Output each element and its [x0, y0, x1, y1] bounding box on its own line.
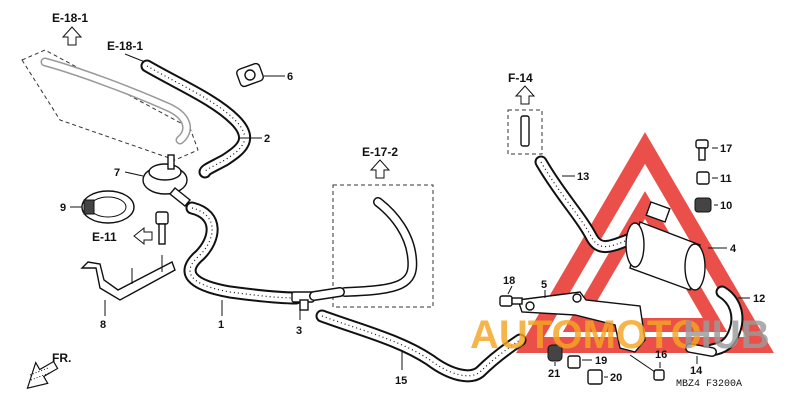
- hose-e17-2-phantom: [340, 197, 418, 297]
- callout-19: 19: [595, 355, 607, 367]
- bracket-5: [517, 291, 646, 353]
- watermark-text-orange: AUTOMOTO: [470, 313, 702, 357]
- bolt-18: [499, 295, 523, 307]
- callout-4: 4: [730, 243, 737, 255]
- callout-8: 8: [100, 319, 106, 331]
- callout-9: 9: [60, 202, 66, 214]
- dashed-box-f14: [507, 109, 543, 155]
- diagram-code: MBZ4 F3200A: [676, 379, 742, 390]
- ref-label-e11: E-11: [92, 230, 117, 244]
- callout-12: 12: [753, 293, 765, 305]
- ref-label-e17-2: E-17-2: [362, 145, 398, 159]
- band-ring-9: [81, 190, 135, 224]
- ref-label-f14: F-14: [508, 71, 533, 85]
- dashed-outline-hose-loop: [21, 49, 199, 161]
- callout-1: 1: [218, 319, 224, 331]
- callout-3: 3: [296, 325, 302, 337]
- collar-19: [567, 355, 581, 369]
- bracket-8: [80, 255, 176, 301]
- up-arrow-icon: [514, 85, 536, 105]
- callout-15: 15: [395, 375, 407, 387]
- callout-10: 10: [720, 200, 732, 212]
- callout-13: 13: [577, 171, 589, 183]
- bolt-bracket: [155, 211, 169, 245]
- callout-2: 2: [264, 133, 270, 145]
- bolt-16: [629, 354, 665, 381]
- up-arrow-icon: [369, 159, 391, 179]
- grommet-21: [547, 344, 563, 362]
- callout-11: 11: [720, 173, 732, 185]
- bolt-17: [695, 139, 709, 161]
- ref-label-e18-1-top: E-18-1: [52, 11, 88, 25]
- solenoid-valve-4: [625, 201, 706, 291]
- callout-7: 7: [114, 167, 120, 179]
- front-direction-arrow-icon: [26, 360, 59, 390]
- left-arrow-icon: [133, 226, 153, 246]
- direction-label: FR.: [52, 351, 71, 365]
- air-valve-7: [142, 154, 191, 207]
- watermark-text: AUTOMOTO HUB: [470, 313, 770, 357]
- callout-20: 20: [610, 372, 622, 384]
- watermark-triangle-outer: [516, 132, 774, 353]
- connector-f14: [520, 115, 530, 147]
- rubber-mount-10: [694, 197, 712, 213]
- dashed-box-e17-2: [332, 184, 434, 308]
- collar-11: [696, 171, 710, 185]
- callout-5: 5: [541, 279, 547, 291]
- nut-20: [587, 369, 603, 385]
- callout-6: 6: [287, 71, 293, 83]
- watermark-text-gray: HUB: [683, 313, 770, 357]
- leader-7: [124, 171, 144, 177]
- callout-16: 16: [655, 349, 667, 361]
- up-arrow-icon: [61, 26, 83, 46]
- callout-21: 21: [548, 368, 560, 380]
- ref-label-e18-1-hose: E-18-1: [107, 39, 143, 53]
- callout-17: 17: [720, 143, 732, 155]
- callout-14: 14: [690, 365, 703, 377]
- callout-18: 18: [503, 275, 515, 287]
- clip-6: [236, 62, 264, 88]
